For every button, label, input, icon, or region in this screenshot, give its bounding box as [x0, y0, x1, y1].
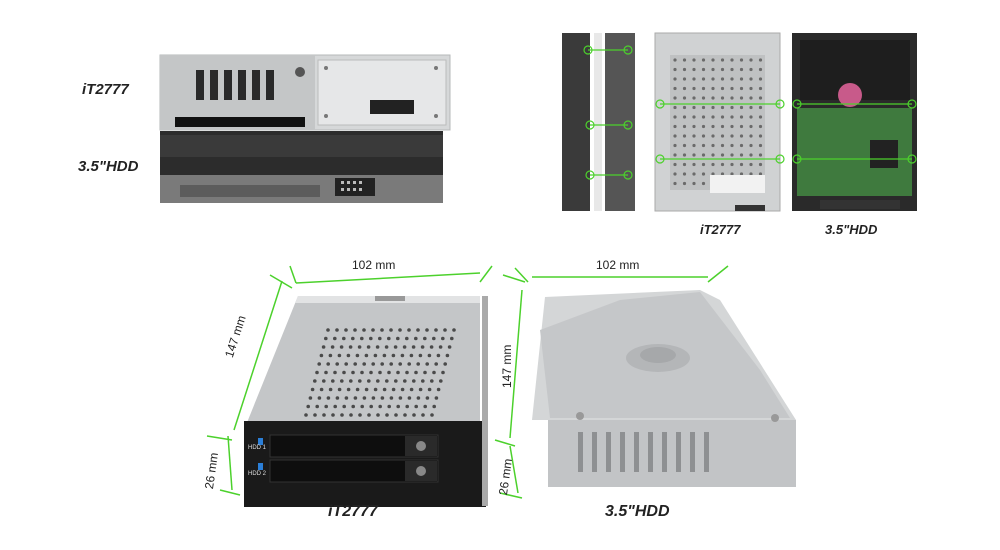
bay-label-hdd1: HDD 1 — [248, 445, 267, 451]
it2777-3d-render — [244, 296, 488, 507]
hdd-dimension-lines — [494, 265, 729, 499]
label-it2777-bottom: iT2777 — [328, 503, 378, 520]
it2777-bottom-photo — [654, 32, 781, 212]
label-hdd-bottom: 3.5"HDD — [605, 503, 670, 520]
it2777-width-label: 102 mm — [352, 258, 396, 272]
hdd-3d-render — [532, 290, 796, 487]
hdd-depth-label: 147 mm — [500, 344, 514, 388]
it2777-dimension-lines — [206, 265, 493, 496]
side-profile-photo — [562, 33, 635, 211]
bay-label-hdd2: HDD 2 — [248, 471, 267, 477]
hdd-width-label: 102 mm — [596, 258, 640, 272]
it2777-rear-photo — [159, 54, 451, 131]
label-it2777-top-left: iT2777 — [82, 81, 129, 98]
screw-alignment-lines — [583, 45, 917, 180]
label-it2777-top-right: iT2777 — [700, 222, 741, 237]
hdd-bottom-photo — [792, 33, 917, 211]
hdd-side-photo — [160, 131, 443, 203]
label-hdd-top-left: 3.5"HDD — [78, 158, 139, 175]
label-hdd-top-right: 3.5"HDD — [825, 222, 878, 237]
